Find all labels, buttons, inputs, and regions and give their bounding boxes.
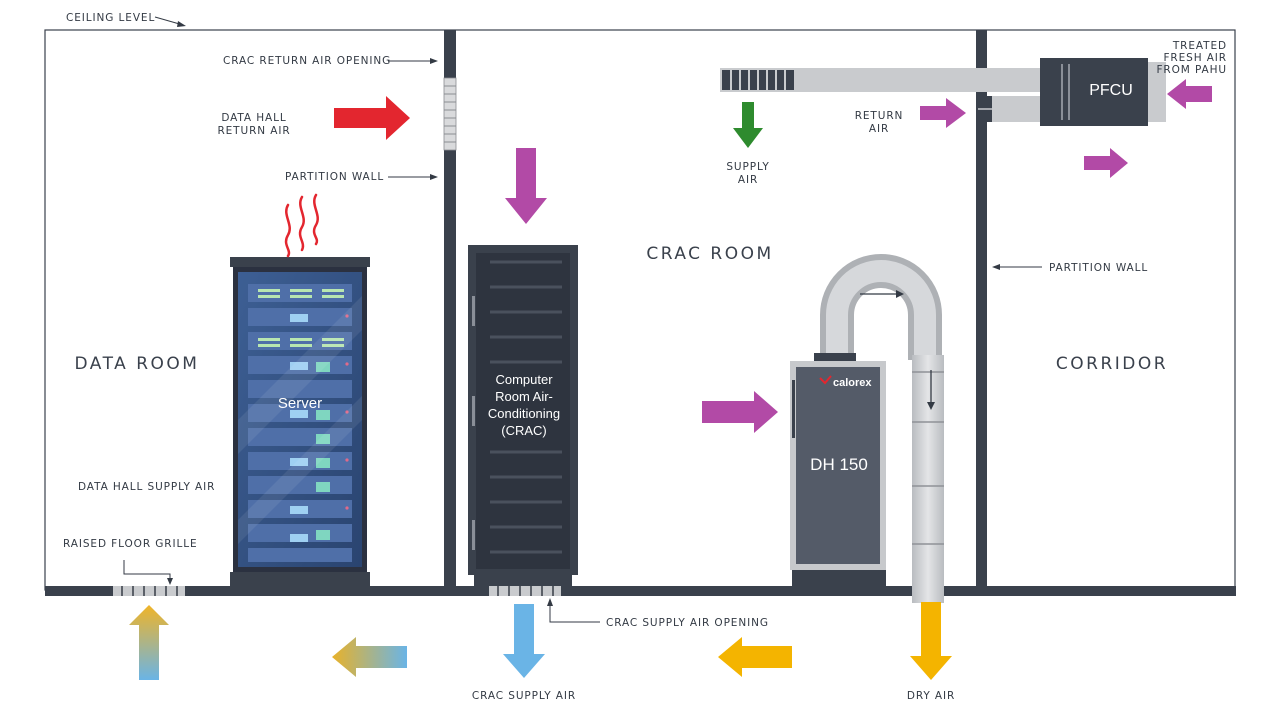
partition-wall-left-label: PARTITION WALL (285, 171, 384, 183)
heat-waves-icon (284, 193, 319, 258)
pfcu-label: PFCU (1089, 82, 1133, 99)
return-air-down-arrow-icon (505, 148, 547, 224)
treated-fresh-air-label-1: TREATED (1172, 40, 1227, 52)
duct-arrow-down-icon (927, 370, 935, 410)
treated-fresh-air-label-3: FROM PAHU (1156, 64, 1227, 76)
return-air-right-arrow-icon (920, 98, 966, 128)
data-hall-supply-air-label: DATA HALL SUPPLY AIR (78, 481, 215, 493)
supply-air-down-arrow-icon (733, 102, 763, 148)
ceiling-level-label: CEILING LEVEL (66, 12, 155, 24)
crac-return-air-opening-label: CRAC RETURN AIR OPENING (223, 55, 391, 67)
data-hall-return-air-label-2: RETURN AIR (217, 125, 290, 137)
return-air-label-2: AIR (869, 123, 889, 135)
fresh-air-left-arrow-icon (1167, 79, 1212, 109)
raised-floor-grille (113, 586, 185, 596)
corridor-title: CORRIDOR (1056, 354, 1168, 374)
building-structure (44, 29, 1236, 596)
crac-label-line2: Room Air- (495, 389, 553, 404)
partition-wall-right-label: PARTITION WALL (1049, 262, 1148, 274)
partition-wall-right (976, 30, 987, 588)
data-hall-return-air-label-1: DATA HALL (221, 112, 286, 124)
calorex-logo-icon (819, 375, 832, 385)
data-hall-return-air-arrow-icon (334, 96, 410, 140)
crac-room-title: CRAC ROOM (646, 244, 773, 264)
raised-floor-grille-label: RAISED FLOOR GRILLE (63, 538, 198, 550)
crac-supply-air-label: CRAC SUPPLY AIR (472, 690, 576, 702)
supply-air-label-1: SUPPLY (726, 161, 769, 173)
server-label: Server (278, 395, 322, 412)
raised-floor (45, 586, 1236, 596)
ceiling-supply-duct (720, 68, 1042, 92)
corridor-right-arrow-icon (1084, 148, 1128, 178)
server-units (248, 284, 352, 562)
crac-supply-air-opening (489, 586, 561, 596)
fresh-air-inlet-duct (1146, 62, 1166, 122)
partition-wall-left (444, 30, 456, 588)
underfloor-air-left-arrow-icon (332, 637, 407, 677)
crac-return-air-opening (443, 77, 457, 151)
data-room-title: DATA ROOM (75, 354, 200, 374)
supply-air-label-2: AIR (738, 174, 758, 186)
crac-supply-down-arrow-icon (503, 604, 545, 678)
return-air-duct (978, 96, 1042, 122)
crac-unit: Computer Room Air- Conditioning (CRAC) (468, 245, 578, 586)
pfcu-unit: PFCU (1040, 58, 1148, 126)
return-air-label-1: RETURN (855, 110, 904, 122)
dry-air-label: DRY AIR (907, 690, 955, 702)
crac-supply-air-opening-label: CRAC SUPPLY AIR OPENING (606, 617, 769, 629)
raised-floor-supply-up-arrow-icon (129, 605, 169, 680)
brand-label: calorex (833, 377, 872, 389)
dry-air-left-arrow-icon (718, 637, 792, 677)
dry-air-down-arrow-icon (910, 602, 952, 680)
dehumidifier-duct (820, 254, 944, 603)
server-rack: Server (230, 257, 370, 586)
dehumidifier-label: DH 150 (810, 455, 868, 474)
dehumidifier-inlet-arrow-icon (702, 391, 778, 433)
crac-label-line4: (CRAC) (501, 423, 547, 438)
treated-fresh-air-label-2: FRESH AIR (1163, 52, 1227, 64)
crac-label-line1: Computer (495, 372, 553, 387)
crac-label-line3: Conditioning (488, 406, 560, 421)
leader-lines (123, 16, 1042, 623)
dehumidifier-unit: calorex DH 150 (790, 353, 886, 586)
duct-arrow-right-icon (860, 290, 904, 298)
